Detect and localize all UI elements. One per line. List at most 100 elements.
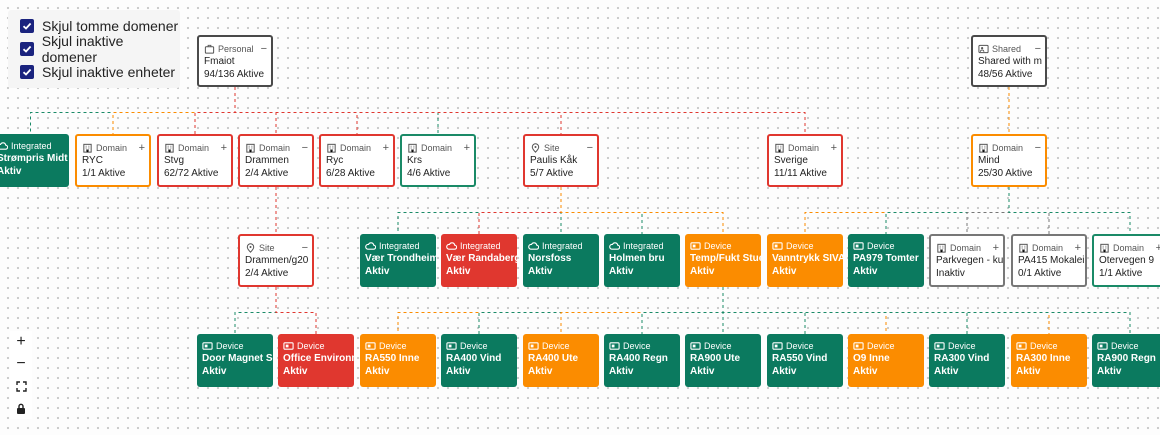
- device-icon: [283, 341, 294, 351]
- connector-line: [397, 287, 724, 334]
- node-header: Shared −: [978, 42, 1041, 55]
- node-kind: Integrated: [11, 140, 52, 151]
- expand-button[interactable]: +: [992, 241, 999, 254]
- filter-hide-inactive-domains[interactable]: Skjul inaktive domener: [20, 33, 180, 65]
- node-header: Personal−: [204, 42, 267, 55]
- node-name: Vanntrykk SIVA: [772, 253, 843, 264]
- node-dom-sverige[interactable]: Domain+Sverige 11/11 Aktive: [767, 134, 843, 187]
- expand-button[interactable]: +: [138, 141, 145, 154]
- node-status: Aktiv: [0, 166, 22, 177]
- node-dom-otervegen[interactable]: Domain+Otervegen 91/1 Aktive: [1092, 234, 1160, 287]
- pin-icon: [245, 242, 256, 253]
- node-header: Device: [690, 339, 757, 352]
- node-status: 11/11 Aktive: [774, 168, 827, 179]
- node-header: Integrated: [528, 239, 595, 252]
- collapse-button[interactable]: −: [586, 141, 593, 154]
- expand-button[interactable]: +: [830, 141, 837, 154]
- node-name: Sverige: [774, 155, 808, 166]
- node-kind: Integrated: [623, 240, 664, 251]
- fit-view-button[interactable]: [10, 375, 32, 397]
- checkbox-checked-icon[interactable]: [20, 18, 34, 33]
- node-status: Aktiv: [528, 366, 553, 377]
- zoom-out-button[interactable]: −: [10, 353, 32, 375]
- node-header: Domain−: [978, 141, 1041, 154]
- expand-button[interactable]: +: [1074, 241, 1081, 254]
- collapse-button[interactable]: −: [260, 42, 267, 55]
- domain-icon: [1018, 243, 1029, 253]
- node-name: RA400 Vind: [446, 353, 502, 364]
- fit-view-icon: [15, 380, 27, 392]
- zoom-in-button[interactable]: +: [10, 331, 32, 353]
- collapse-button[interactable]: −: [1034, 42, 1041, 55]
- node-kind: Domain: [1032, 242, 1064, 253]
- node-status: 2/4 Aktive: [245, 168, 289, 179]
- node-header: Domain+: [774, 141, 837, 154]
- lock-button[interactable]: [10, 397, 32, 419]
- domain-icon: [164, 143, 175, 153]
- node-kind: Device: [1030, 340, 1058, 351]
- node-name: Door Magnet Sensor: [202, 353, 273, 364]
- node-name: Stvg: [164, 155, 185, 166]
- node-name: RA550 Inne: [365, 353, 420, 364]
- filter-hide-empty-domains[interactable]: Skjul tomme domener: [20, 14, 180, 37]
- node-header: Device: [772, 339, 839, 352]
- node-kind: Device: [379, 340, 407, 351]
- collapse-button[interactable]: −: [1034, 141, 1041, 154]
- checkbox-checked-icon[interactable]: [20, 64, 34, 79]
- expand-button[interactable]: +: [463, 141, 470, 154]
- device-icon: [1016, 341, 1027, 351]
- node-kind: Device: [542, 340, 570, 351]
- expand-button[interactable]: +: [1156, 242, 1160, 253]
- node-kind: Device: [867, 340, 895, 351]
- node-kind: Integrated: [460, 240, 501, 251]
- node-kind: Device: [867, 240, 895, 251]
- expand-button[interactable]: +: [382, 141, 389, 154]
- device-icon: [690, 341, 701, 351]
- node-status: 2/4 Aktive: [245, 268, 289, 279]
- filter-hide-inactive-units[interactable]: Skjul inaktive enheter: [20, 60, 180, 83]
- node-status: Aktiv: [853, 266, 878, 277]
- node-kind: Shared: [992, 43, 1022, 54]
- node-name: RA900 Ute: [690, 353, 741, 364]
- checkbox-checked-icon[interactable]: [20, 41, 34, 56]
- expand-button[interactable]: +: [220, 141, 227, 154]
- collapse-button[interactable]: −: [301, 141, 308, 154]
- node-header: Integrated: [0, 139, 65, 152]
- collapse-button[interactable]: −: [301, 241, 308, 254]
- zoom-controls: + −: [10, 331, 32, 419]
- filter-label: Skjul inaktive domener: [41, 32, 124, 65]
